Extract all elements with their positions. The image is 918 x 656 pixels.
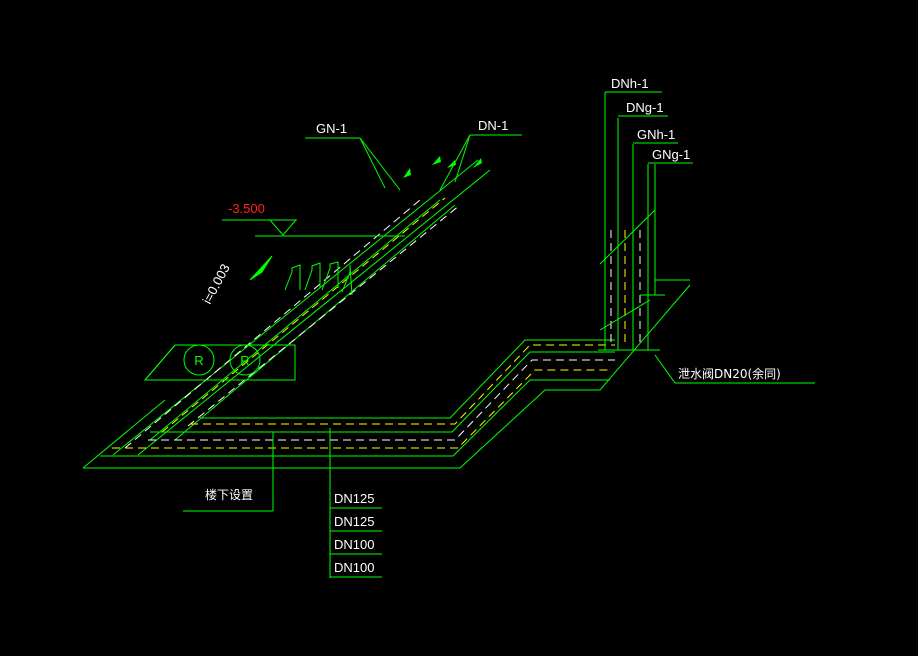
flow-arrows	[403, 156, 482, 178]
gn1-leader: GN-1	[305, 121, 401, 191]
pipe-size-2: DN125	[334, 514, 374, 529]
pipe-size-4: DN100	[334, 560, 374, 575]
elevation-label: -3.500	[228, 201, 265, 216]
gn1-label: GN-1	[316, 121, 347, 136]
gnh1-label: GNh-1	[637, 127, 675, 142]
pipe-size-callout: DN125 DN125 DN100 DN100	[329, 428, 382, 578]
inclined-pipe-run	[112, 159, 491, 456]
horizontal-pipe-runs	[100, 339, 615, 457]
riser-label-gnh1: GNh-1	[633, 127, 678, 144]
lower-note: 楼下设置	[183, 432, 274, 512]
dnh1-label: DNh-1	[611, 76, 649, 91]
drain-valve-note: 泄水阀DN20(余同)	[654, 354, 815, 384]
pump-1: R	[183, 344, 215, 376]
floor-slab-outline	[82, 284, 691, 469]
dng1-label: DNg-1	[626, 100, 664, 115]
slope-arrow	[249, 255, 273, 281]
riser-label-gng1: GNg-1	[648, 147, 693, 164]
drain-valve-label: 泄水阀DN20(余同)	[678, 366, 781, 381]
pump-2-label: R	[240, 353, 249, 368]
pipe-size-1: DN125	[334, 491, 374, 506]
slope-label: i=0.003	[199, 261, 232, 306]
gng1-label: GNg-1	[652, 147, 690, 162]
pump-platform	[143, 344, 296, 381]
elevation-marker: -3.500	[222, 201, 405, 237]
riser-label-dnh1: DNh-1	[605, 76, 662, 93]
dn1-label: DN-1	[478, 118, 508, 133]
pump-2: R	[229, 344, 261, 376]
pump-1-label: R	[194, 353, 203, 368]
dn1-leader: DN-1	[439, 118, 522, 191]
risers	[598, 92, 690, 351]
lower-note-label: 楼下设置	[205, 487, 253, 502]
riser-label-dng1: DNg-1	[618, 100, 668, 117]
valve-break-symbols	[284, 261, 353, 296]
pipe-size-3: DN100	[334, 537, 374, 552]
